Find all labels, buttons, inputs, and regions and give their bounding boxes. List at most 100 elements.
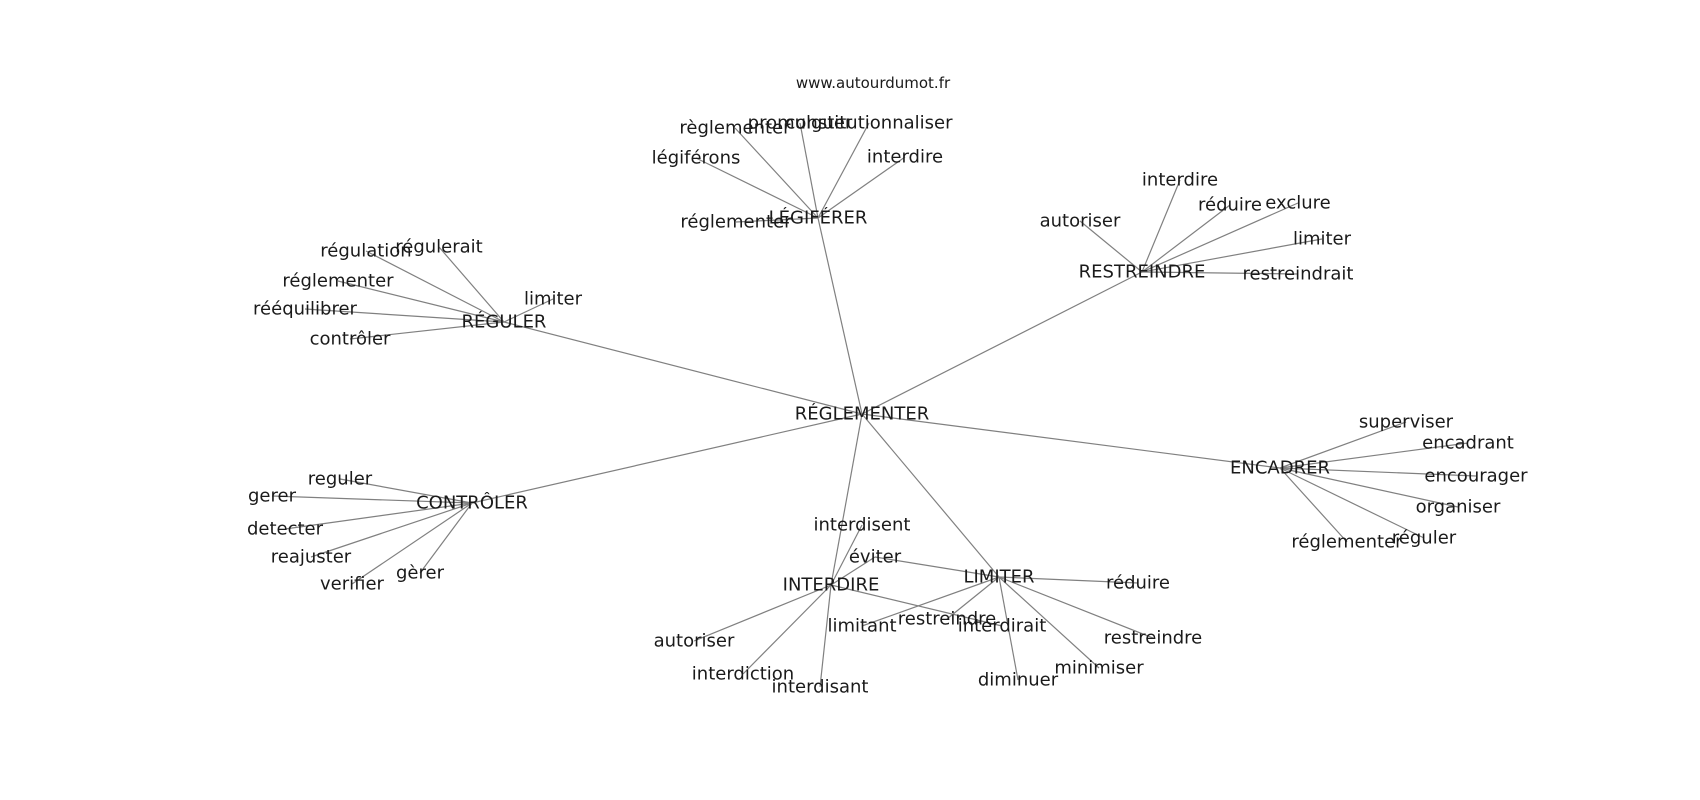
labels-layer: RÉGLEMENTER LÉGIFÉRER RÉGULER RESTREINDRE EN… <box>247 113 1528 698</box>
edge-h-limiter-int-2 <box>874 556 1000 578</box>
edge-h-interdire-int-4 <box>742 584 832 675</box>
edge-h-controler-con-4 <box>310 502 473 558</box>
node-label-con-6[interactable]: verifier <box>320 574 385 595</box>
node-label-leg-3[interactable]: constitutionnaliser <box>786 113 954 134</box>
edge-center-h-limiter <box>861 413 1000 578</box>
edge-h-legiferer-leg-3 <box>817 122 870 219</box>
edges-layer <box>271 122 1477 688</box>
node-label-con-4[interactable]: reajuster <box>271 547 352 568</box>
node-label-enc-2[interactable]: encadrant <box>1422 433 1514 454</box>
node-label-lim-6[interactable]: minimiser <box>1054 658 1144 679</box>
edge-h-reguler-reg-3 <box>337 280 505 323</box>
edge-h-encadrer-enc-2 <box>1279 442 1469 469</box>
edge-h-reguler-reg-1 <box>365 250 505 323</box>
node-label-reg-6[interactable]: contrôler <box>310 329 391 350</box>
node-label-enc-5[interactable]: réguler <box>1392 528 1457 549</box>
edge-h-encadrer-enc-5 <box>1279 467 1425 539</box>
node-label-lim-4[interactable]: interdirait <box>958 616 1047 637</box>
node-label-res-6[interactable]: restreindrait <box>1243 264 1354 285</box>
node-label-reg-2[interactable]: régulerait <box>395 237 482 258</box>
edge-center-h-legiferer <box>817 217 863 415</box>
node-label-con-2[interactable]: gerer <box>248 486 297 507</box>
node-label-lim-2[interactable]: restreindre <box>898 609 997 630</box>
edge-h-restreindre-res-5 <box>1141 238 1323 273</box>
node-label-lim-7[interactable]: diminuer <box>978 670 1059 691</box>
node-label-enc-6[interactable]: réglementer <box>1291 532 1403 553</box>
node-label-leg-4[interactable]: interdire <box>867 147 943 168</box>
node-label-res-2[interactable]: réduire <box>1198 195 1262 216</box>
node-label-h-encadrer[interactable]: ENCADRER <box>1230 458 1330 479</box>
node-label-int-3[interactable]: autoriser <box>654 631 735 652</box>
node-label-int-5[interactable]: interdisant <box>772 677 869 698</box>
edge-h-legiferer-leg-2 <box>799 122 819 219</box>
edge-center-h-interdire <box>830 413 863 586</box>
node-label-h-controler[interactable]: CONTRÔLER <box>416 492 528 514</box>
node-label-leg-6[interactable]: réglementer <box>680 212 792 233</box>
edge-h-restreindre-res-6 <box>1141 271 1299 275</box>
node-label-lim-3[interactable]: limitant <box>827 616 896 637</box>
edge-h-controler-con-6 <box>351 502 473 585</box>
node-label-reg-5[interactable]: rééquilibrer <box>253 299 357 320</box>
edge-h-legiferer-leg-5 <box>695 157 819 219</box>
node-label-con-3[interactable]: detecter <box>247 519 324 540</box>
node-label-res-4[interactable]: autoriser <box>1040 211 1121 232</box>
edge-h-encadrer-enc-1 <box>1279 421 1407 469</box>
node-label-h-reguler[interactable]: RÉGULER <box>462 311 547 333</box>
edge-h-interdire-int-2 <box>830 556 876 586</box>
edge-h-restreindre-res-3 <box>1141 202 1299 273</box>
edge-center-h-controler <box>471 413 863 504</box>
node-label-con-1[interactable]: reguler <box>308 469 373 490</box>
edge-h-reguler-reg-6 <box>349 321 505 340</box>
node-label-reg-1[interactable]: régulation <box>320 241 411 262</box>
edge-h-encadrer-enc-4 <box>1279 467 1459 508</box>
node-label-reg-3[interactable]: réglementer <box>282 271 394 292</box>
edge-h-encadrer-enc-6 <box>1279 467 1348 543</box>
node-label-h-interdire[interactable]: INTERDIRE <box>783 575 880 596</box>
node-label-enc-3[interactable]: encourager <box>1424 466 1528 487</box>
node-label-center[interactable]: RÉGLEMENTER <box>795 403 929 425</box>
edge-h-limiter-lim-7 <box>998 576 1019 681</box>
edge-h-limiter-lim-1 <box>998 576 1139 584</box>
node-label-leg-1[interactable]: règlementer <box>679 118 791 139</box>
edge-h-restreindre-res-2 <box>1141 204 1231 273</box>
node-label-res-5[interactable]: limiter <box>1293 229 1352 250</box>
node-label-reg-4[interactable]: limiter <box>524 289 583 310</box>
node-label-int-1[interactable]: interdisent <box>814 515 911 536</box>
node-label-enc-4[interactable]: organiser <box>1416 497 1501 518</box>
edge-h-controler-con-3 <box>284 502 473 530</box>
edge-h-limiter-lim-3 <box>861 576 1000 627</box>
edge-center-h-encadrer <box>861 413 1281 469</box>
edge-h-legiferer-leg-1 <box>734 127 819 219</box>
node-label-enc-1[interactable]: superviser <box>1359 412 1454 433</box>
node-label-int-4[interactable]: interdiction <box>692 664 794 685</box>
node-label-leg-2[interactable]: promulguer <box>748 113 853 134</box>
edge-h-restreindre-res-1 <box>1141 179 1181 273</box>
edge-h-limiter-lim-6 <box>998 576 1100 669</box>
edge-h-controler-con-1 <box>339 478 473 504</box>
edge-h-reguler-reg-5 <box>304 308 505 323</box>
edge-h-interdire-int-5 <box>819 584 832 688</box>
edge-h-controler-con-2 <box>271 495 473 504</box>
edge-center-h-restreindre <box>861 271 1143 415</box>
node-label-res-1[interactable]: interdire <box>1142 170 1218 191</box>
edge-h-reguler-reg-2 <box>438 246 505 323</box>
node-label-res-3[interactable]: exclure <box>1265 193 1330 214</box>
node-label-int-2[interactable]: éviter <box>849 547 902 568</box>
edge-center-h-reguler <box>503 321 863 415</box>
edge-h-interdire-lim-4 <box>830 584 1003 627</box>
node-label-h-restreindre[interactable]: RESTREINDRE <box>1079 262 1206 283</box>
edge-h-controler-con-5 <box>419 502 473 574</box>
edge-h-interdire-int-3 <box>693 584 832 642</box>
node-label-h-limiter[interactable]: LIMITER <box>963 567 1034 588</box>
edge-h-limiter-lim-2 <box>946 576 1000 620</box>
node-label-leg-5[interactable]: légiférons <box>652 148 741 169</box>
edge-h-restreindre-res-4 <box>1079 220 1143 273</box>
watermark-text: www.autourdumot.fr <box>796 74 951 92</box>
edge-h-legiferer-leg-4 <box>817 156 906 219</box>
edge-h-limiter-lim-5 <box>998 576 1154 639</box>
node-label-lim-1[interactable]: réduire <box>1106 573 1170 594</box>
node-label-con-5[interactable]: gèrer <box>396 563 445 584</box>
node-label-h-legiferer[interactable]: LÉGIFÉRER <box>769 207 868 229</box>
node-label-lim-5[interactable]: restreindre <box>1104 628 1203 649</box>
